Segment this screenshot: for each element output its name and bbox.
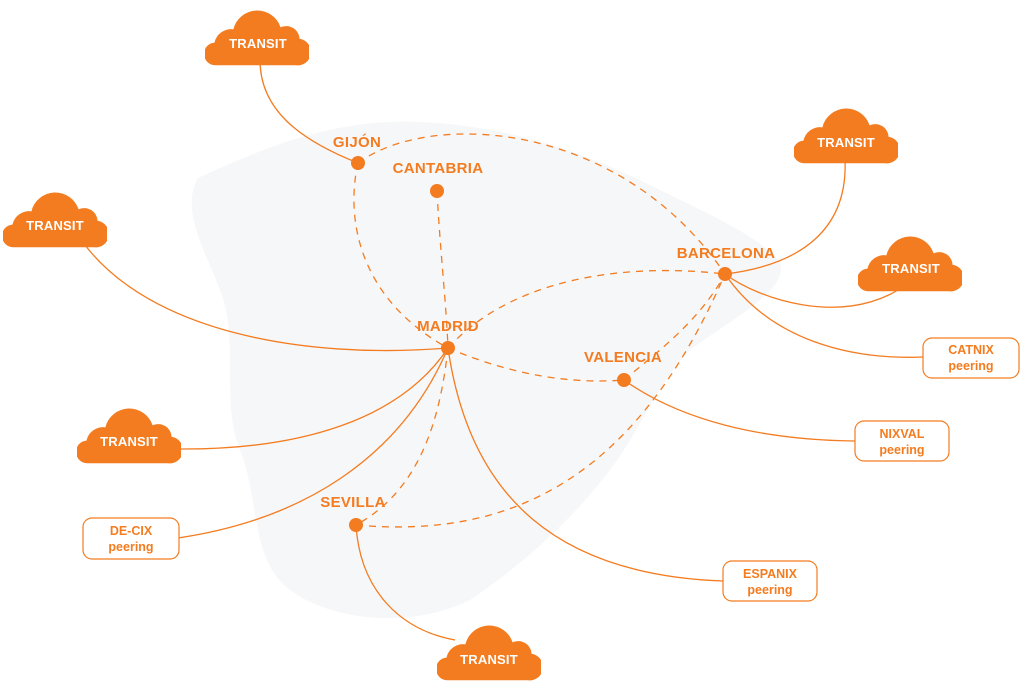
- peering-decix[interactable]: DE-CIX peering: [82, 517, 180, 560]
- link-madrid-valencia: [447, 347, 625, 382]
- transit-cloud-bottom[interactable]: TRANSIT: [436, 625, 543, 681]
- peering-box: [854, 420, 950, 462]
- line-barcelona-catnix: [724, 273, 924, 358]
- peering-type: peering: [747, 583, 792, 597]
- line-valencia-nixval: [623, 379, 856, 442]
- transit-label: TRANSIT: [882, 261, 940, 276]
- transit-clouds: TRANSIT TRANSIT TRANSIT TRANSIT TRANSIT …: [2, 10, 964, 681]
- peering-box: [722, 560, 818, 602]
- line-madrid-espanix: [447, 347, 724, 582]
- transit-cloud-left[interactable]: TRANSIT: [2, 192, 109, 248]
- line-barcelona-transit-right: [724, 273, 899, 308]
- transit-cloud-right[interactable]: TRANSIT: [857, 236, 964, 292]
- node-dot: [441, 341, 455, 355]
- peering-name: NIXVAL: [880, 427, 925, 441]
- link-gijon-madrid: [353, 162, 449, 349]
- node-dot: [718, 267, 732, 281]
- node-dot: [351, 156, 365, 170]
- link-valencia-barcelona: [623, 273, 726, 381]
- transit-label: TRANSIT: [229, 36, 287, 51]
- link-sevilla-barcelona: [355, 273, 726, 528]
- node-cantabria[interactable]: CANTABRIA: [393, 160, 484, 198]
- node-label: VALENCIA: [584, 349, 662, 366]
- line-madrid-decix: [177, 347, 449, 539]
- node-label: SEVILLA: [320, 494, 385, 511]
- peering-name: DE-CIX: [110, 524, 153, 538]
- node-label: CANTABRIA: [393, 160, 484, 177]
- line-sevilla-transit: [355, 524, 456, 641]
- node-label: BARCELONA: [677, 245, 776, 262]
- link-cantabria-madrid: [436, 190, 449, 349]
- transit-label: TRANSIT: [817, 135, 875, 150]
- peering-type: peering: [108, 540, 153, 554]
- link-gijon-barcelona: [357, 133, 726, 275]
- peering-points: CATNIX peering NIXVAL peering DE-CIX pee…: [82, 337, 1020, 602]
- transit-cloud-top[interactable]: TRANSIT: [204, 10, 311, 66]
- peering-catnix[interactable]: CATNIX peering: [922, 337, 1020, 379]
- line-barcelona-transit-upper: [724, 159, 846, 275]
- node-dot: [430, 184, 444, 198]
- peering-box: [82, 517, 180, 560]
- link-madrid-sevilla: [355, 347, 449, 526]
- transit-cloud-upper-right[interactable]: TRANSIT: [793, 108, 900, 164]
- node-gijon[interactable]: GIJÓN: [333, 133, 381, 170]
- map-background: [191, 121, 782, 619]
- peering-box: [922, 337, 1020, 379]
- transit-label: TRANSIT: [100, 434, 158, 449]
- city-nodes: GIJÓN CANTABRIA BARCELONA MADRID VALENCI…: [320, 133, 775, 532]
- peering-espanix[interactable]: ESPANIX peering: [722, 560, 818, 602]
- peering-name: ESPANIX: [743, 567, 798, 581]
- node-madrid[interactable]: MADRID: [417, 318, 479, 355]
- node-dot: [617, 373, 631, 387]
- peering-type: peering: [948, 359, 993, 373]
- transit-label: TRANSIT: [26, 218, 84, 233]
- line-madrid-transit-left: [84, 244, 449, 352]
- line-gijon-transit: [259, 59, 359, 164]
- backbone-links: [353, 133, 726, 528]
- transit-cloud-lower-left[interactable]: TRANSIT: [76, 408, 183, 464]
- node-sevilla[interactable]: SEVILLA: [320, 494, 385, 532]
- node-barcelona[interactable]: BARCELONA: [677, 245, 776, 281]
- peering-name: CATNIX: [948, 343, 994, 357]
- node-dot: [349, 518, 363, 532]
- line-madrid-transit-lower-left: [177, 347, 449, 450]
- uplink-lines: [84, 59, 924, 641]
- peering-type: peering: [879, 443, 924, 457]
- node-valencia[interactable]: VALENCIA: [584, 349, 662, 387]
- node-label: GIJÓN: [333, 133, 381, 151]
- peering-nixval[interactable]: NIXVAL peering: [854, 420, 950, 462]
- transit-label: TRANSIT: [460, 652, 518, 667]
- node-label: MADRID: [417, 318, 479, 335]
